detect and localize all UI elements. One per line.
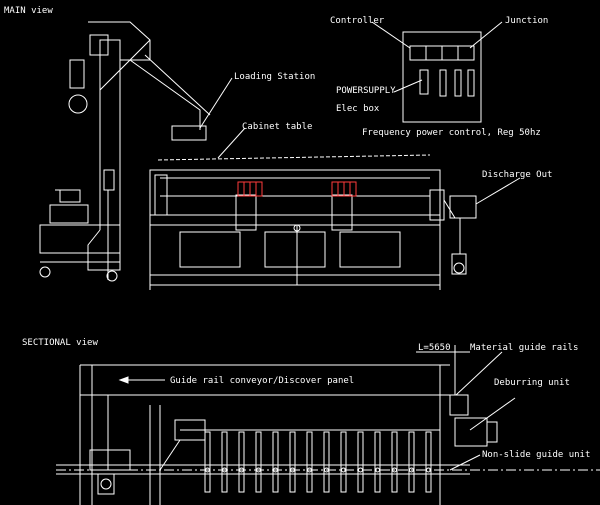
drive-motor — [89, 419, 206, 495]
roller-shaft — [324, 467, 329, 473]
elevator-column — [68, 21, 211, 280]
roller — [374, 431, 381, 493]
roller — [272, 431, 279, 493]
roller — [425, 431, 432, 493]
leader-deburring — [469, 397, 516, 431]
feeder-cart — [39, 189, 121, 282]
roller-group — [204, 431, 432, 493]
leader-cabinet — [217, 127, 246, 159]
roller — [357, 431, 364, 493]
roller — [204, 431, 211, 493]
roller — [255, 431, 262, 493]
roller-shaft — [341, 467, 346, 473]
fixed-length-label: L=5650 — [418, 343, 451, 353]
controller-label: Controller — [330, 16, 385, 26]
material-guide-label: Material guide rails — [470, 343, 579, 353]
deburring-box — [449, 394, 498, 447]
roller — [323, 431, 330, 493]
roller-shaft — [239, 467, 244, 473]
leader-discharge — [475, 177, 521, 205]
bottom-guide-label: Non-slide guide unit — [482, 450, 591, 460]
loading-station-label: Loading Station — [234, 72, 316, 82]
bottom-view-title: SECTIONAL view — [22, 338, 98, 348]
leader-loading — [199, 77, 233, 129]
roller-shaft — [307, 467, 312, 473]
roller-shaft — [205, 467, 210, 473]
section-frame — [79, 345, 470, 505]
top-view-title: MAIN view — [4, 6, 53, 16]
roller-shaft — [426, 467, 431, 473]
leader-guide — [455, 351, 503, 396]
junction-box-label: Junction — [505, 16, 549, 26]
roller — [289, 431, 296, 493]
roller — [391, 431, 398, 493]
roller — [306, 431, 313, 493]
roller-shaft — [273, 467, 278, 473]
roller — [340, 431, 347, 493]
electric-box-label: Elec box — [336, 104, 380, 114]
power-supply-label: POWERSUPPLY — [336, 86, 396, 96]
frequency-note: Frequency power control, Reg 50hz — [362, 128, 541, 138]
roller-shaft — [375, 467, 380, 473]
roller-shaft — [392, 467, 397, 473]
roller — [408, 431, 415, 493]
roller-shaft — [256, 467, 261, 473]
roller-shaft — [222, 467, 227, 473]
machine-body — [149, 154, 445, 290]
control-cabinet — [371, 21, 503, 123]
upper-rail-note: Guide rail conveyor/Discover panel — [170, 376, 355, 386]
leader-bottom — [449, 454, 481, 471]
discharge-unit — [443, 195, 477, 275]
roller-shaft — [358, 467, 363, 473]
roller-shaft — [409, 467, 414, 473]
section-arrow — [118, 376, 165, 384]
roller-shaft — [290, 467, 295, 473]
deburring-unit-label: Deburring unit — [494, 378, 570, 388]
discharge-outlet-label: Discharge Out — [482, 170, 553, 180]
roller — [238, 431, 245, 493]
roller — [221, 431, 228, 493]
heater-elements — [237, 181, 357, 197]
cabinet-table-label: Cabinet table — [242, 122, 313, 132]
